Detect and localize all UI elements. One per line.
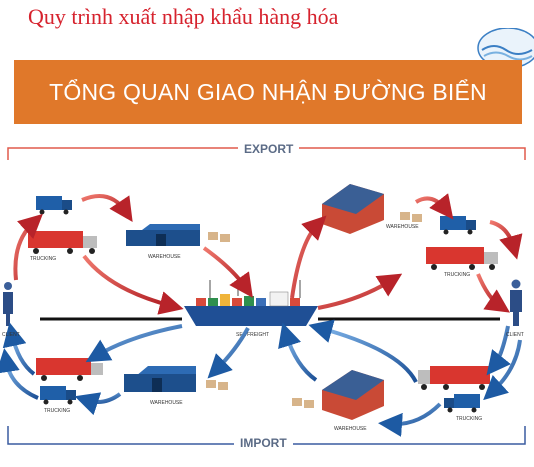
ship-icon [184,278,318,326]
import-arrow [0,348,39,400]
truck-icon [444,394,480,413]
export-arrow [489,220,523,260]
export-arrow [13,213,43,281]
diagram-canvas: TRUCKING WAREHOUSE WAREHOUSE [0,147,526,445]
warehouse-icon [124,366,228,392]
import-arrow [378,402,442,437]
import-arrow [74,392,122,416]
trucking-label: TRUCKING [30,256,56,262]
export-arrow [82,254,184,315]
client-label: CLIENT [2,332,20,338]
banner-title: TỔNG QUAN GIAO NHẬN ĐƯỜNG BIỂN [49,79,487,105]
client-figure-left [3,282,13,326]
import-arrow [85,324,183,363]
truck-icon [418,366,490,390]
import-arrow [207,327,250,379]
export-arrow [476,273,510,313]
truck-icon [40,386,76,405]
export-arrow [81,194,133,222]
import-arrow [2,322,36,376]
truck-icon [36,358,103,381]
truck-icon [426,247,498,270]
export-arrow [317,273,403,310]
logistics-diagram: TRUCKING WAREHOUSE WAREHOUSE [0,130,534,462]
export-arrow [414,193,454,220]
client-label: CLIENT [506,332,524,338]
warehouse-label: WAREHOUSE [150,400,183,406]
sea-freight-label: SEA FREIGHT [236,332,269,338]
client-figure-right [510,279,522,326]
truck-icon [36,196,72,215]
page-title: Quy trình xuất nhập khẩu hàng hóa [28,4,339,29]
trucking-label: TRUCKING [456,416,482,422]
truck-icon [28,231,97,254]
export-label: EXPORT [238,142,300,156]
warehouse-icon [322,184,422,234]
warehouse-icon [126,224,230,246]
import-arrow [486,325,511,376]
section-banner: TỔNG QUAN GIAO NHẬN ĐƯỜNG BIỂN [14,60,522,124]
export-arrow [290,215,327,299]
import-arrow [278,322,318,382]
warehouse-label: WAREHOUSE [386,224,419,230]
trucking-label: TRUCKING [44,408,70,414]
export-arrow [202,246,253,298]
truck-icon [440,216,476,235]
warehouse-label: WAREHOUSE [148,254,181,260]
warehouse-label: WAREHOUSE [334,426,367,432]
import-arrow [483,339,522,401]
warehouse-icon [292,370,384,420]
trucking-label: TRUCKING [444,272,470,278]
import-arrow [308,319,418,383]
import-label: IMPORT [234,436,293,450]
